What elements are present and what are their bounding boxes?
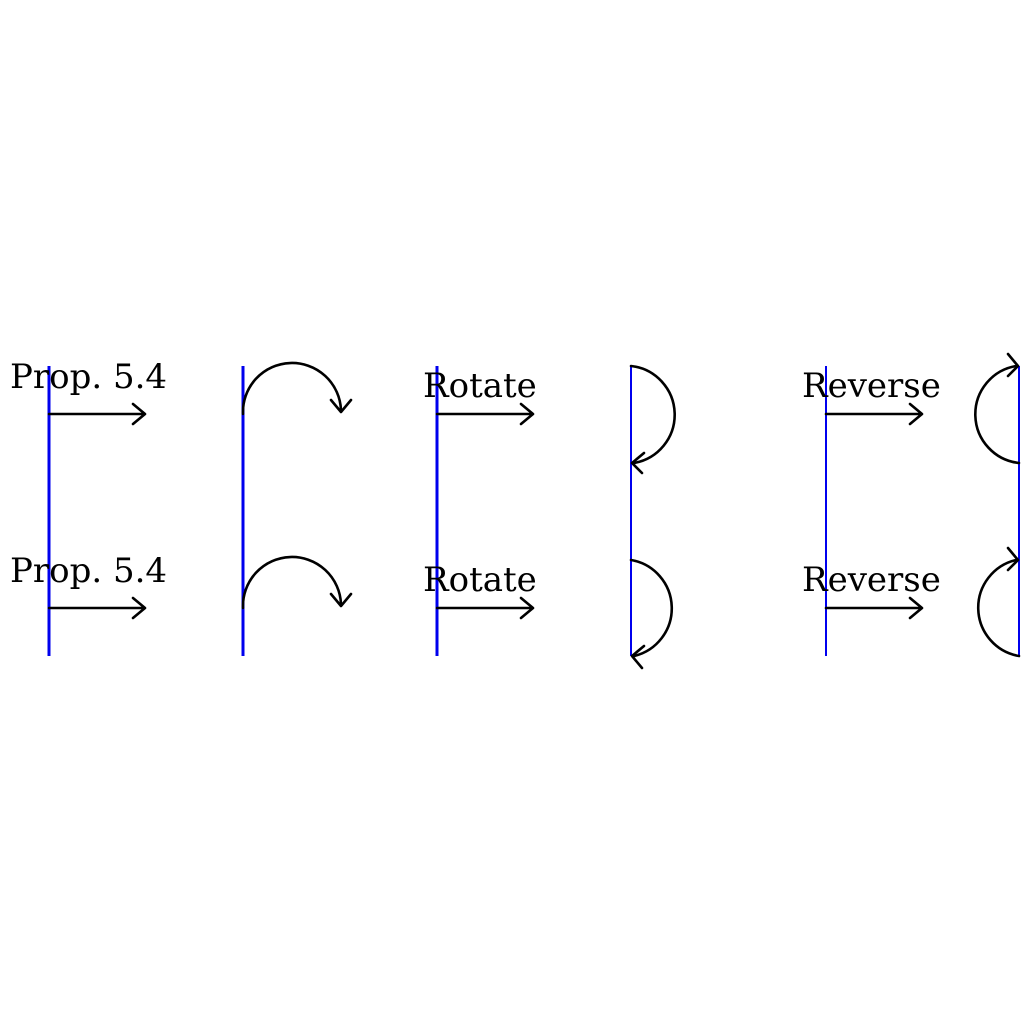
semicircle-bottom-reversed-arrowhead <box>1006 546 1020 572</box>
arc-top <box>241 361 343 416</box>
step-rotate-bottom: Rotate <box>423 560 537 620</box>
stage-3-line <box>629 364 676 670</box>
semicircle-bottom-arrowhead <box>630 644 646 670</box>
semicircle-top-reversed-arrowhead <box>1006 352 1020 378</box>
label-prop-5-4-top: Prop. 5.4 <box>10 357 167 397</box>
semicircle-top-reversed <box>974 364 1021 465</box>
label-reverse-bottom: Reverse <box>802 560 941 600</box>
semicircle-bottom <box>629 558 674 658</box>
semicircle-bottom-reversed <box>976 558 1021 658</box>
label-rotate-top: Rotate <box>423 366 537 406</box>
step-prop-5-4-top: Prop. 5.4 <box>10 357 167 426</box>
step-rotate-top: Rotate <box>423 366 537 656</box>
stage-2-line <box>241 361 353 656</box>
label-rotate-bottom: Rotate <box>423 560 537 600</box>
arc-bottom-arrowhead <box>329 592 353 608</box>
arc-bottom <box>241 555 343 610</box>
semicircle-top <box>629 364 676 465</box>
arc-top-arrowhead <box>329 398 353 414</box>
semicircle-top-arrowhead <box>630 451 646 475</box>
label-reverse-top: Reverse <box>802 366 941 406</box>
step-reverse-bottom: Reverse <box>802 560 941 620</box>
label-prop-5-4-bottom: Prop. 5.4 <box>10 551 167 591</box>
step-reverse-top: Reverse <box>802 366 941 656</box>
stage-4-line <box>974 352 1021 658</box>
step-prop-5-4-bottom: Prop. 5.4 <box>10 551 167 620</box>
